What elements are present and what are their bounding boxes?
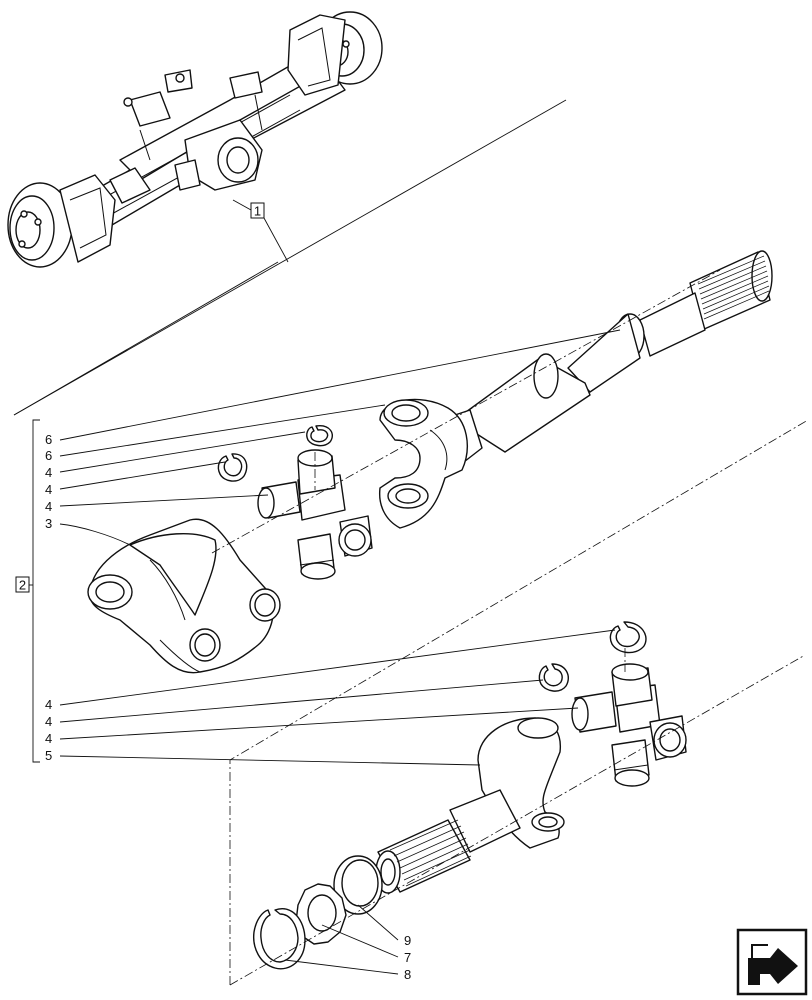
label-l10: 5 xyxy=(45,748,52,763)
axle-assembly-illustration xyxy=(7,11,383,268)
label-l7: 4 xyxy=(45,697,52,712)
leader-lines xyxy=(59,329,621,975)
label-l13: 8 xyxy=(404,967,411,982)
shaft-yoke xyxy=(378,398,468,529)
section-divider-line-2 xyxy=(13,261,279,416)
label-l2: 6 xyxy=(45,448,52,463)
label-l5: 4 xyxy=(45,499,52,514)
label-l1: 6 xyxy=(45,432,52,447)
circlip xyxy=(253,908,306,970)
svg-text:1: 1 xyxy=(254,204,261,219)
section-divider-line xyxy=(13,99,567,416)
group-bracket: 2 xyxy=(15,419,40,763)
snap-ring-lower-2 xyxy=(538,663,570,692)
label-l4: 4 xyxy=(45,482,52,497)
snap-ring-lower-1 xyxy=(609,621,647,654)
label-l9: 4 xyxy=(45,731,52,746)
callout-assembly-ref: 1 xyxy=(232,199,289,263)
stub-shaft-yoke xyxy=(375,717,565,894)
axle-shaft xyxy=(439,250,773,466)
toothed-washer xyxy=(295,883,347,945)
exploded-view-frame-2 xyxy=(229,654,806,986)
snap-ring-upper-1 xyxy=(306,425,334,447)
part-labels: 6 6 4 4 4 3 4 4 4 5 9 7 8 xyxy=(45,432,411,982)
cross-spider-lower xyxy=(571,663,687,787)
svg-text:2: 2 xyxy=(19,578,26,593)
snap-ring-upper-2 xyxy=(217,453,248,482)
label-l8: 4 xyxy=(45,714,52,729)
label-l12: 7 xyxy=(404,950,411,965)
center-double-yoke xyxy=(87,518,281,674)
next-page-arrow-icon[interactable] xyxy=(736,928,808,996)
label-l3: 4 xyxy=(45,465,52,480)
centerline-upper xyxy=(211,269,721,554)
label-l11: 9 xyxy=(404,933,411,948)
label-l6: 3 xyxy=(45,516,52,531)
seal-ring xyxy=(333,855,383,915)
